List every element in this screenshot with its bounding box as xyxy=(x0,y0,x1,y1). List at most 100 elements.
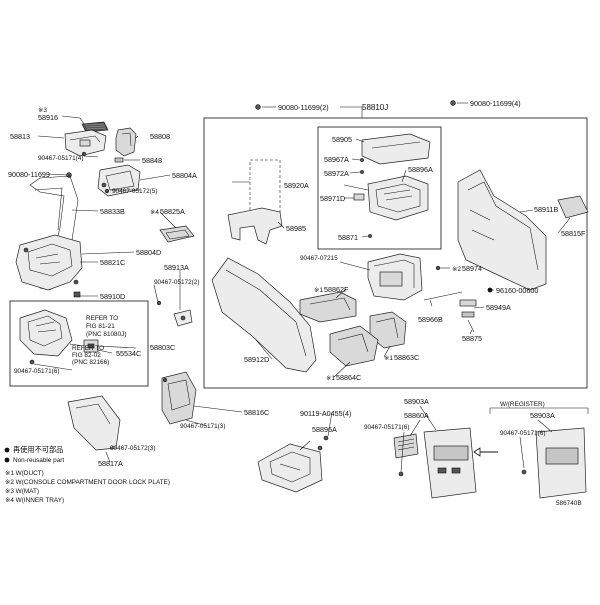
label-58803C: 58803C xyxy=(150,343,175,352)
part-58903A-rear-panel-register xyxy=(535,427,587,499)
label-58821C: 58821C xyxy=(100,258,125,267)
label-58972A: 58972A xyxy=(324,169,349,178)
label-90467-2: 90467-05172(2) xyxy=(154,279,199,286)
label-90080-4: 90080-11699(4) xyxy=(470,99,521,108)
ref2-line1: REFER TO xyxy=(72,345,104,352)
part-58916-mat xyxy=(81,121,109,133)
label-58913A: 58913A xyxy=(164,263,189,272)
legend-note-4: ※4 W(INNER TRAY) xyxy=(5,497,64,504)
label-58911B: 58911B xyxy=(534,205,558,214)
leader-lines xyxy=(33,102,571,473)
mark-3: ※3 xyxy=(38,107,47,114)
label-58810J: 58810J xyxy=(362,103,388,112)
screw-icon xyxy=(368,234,372,238)
part-58966B-rod xyxy=(423,291,463,301)
label-90467-6a: 90467-05171(6) xyxy=(14,368,59,375)
part-58910D-clip xyxy=(73,291,81,298)
part-58985-bracket xyxy=(227,159,283,245)
mark-4: ※4 xyxy=(150,209,159,216)
bolt-icon xyxy=(450,100,456,106)
console-assembly-frame xyxy=(203,117,588,389)
screw-icon xyxy=(104,188,110,194)
part-58911B-side-panel xyxy=(457,169,547,291)
legend-note-3: ※3 W(MAT) xyxy=(5,488,39,495)
label-58813: 58813 xyxy=(10,132,30,141)
part-58912D-side-panel xyxy=(211,257,317,373)
label-90467-6b: 90467-05171(6) xyxy=(364,424,409,431)
part-58864C-duct xyxy=(329,325,379,367)
legend-reuse-en: Non-reusable part xyxy=(13,457,64,464)
part-58905-armrest-lid xyxy=(361,133,431,165)
legend-note-2: ※2 W(CONSOLE COMPARTMENT DOOR LOCK PLATE… xyxy=(5,479,170,486)
part-labels: ※3 58916 58813 58808 90467-05171(4) 5884… xyxy=(8,99,586,507)
part-58821C-housing xyxy=(15,234,83,291)
part-58913A-bracket xyxy=(173,309,193,327)
label-90467-5: 90467-05172(5) xyxy=(112,188,157,195)
part-58803C-bezel xyxy=(19,309,73,365)
part-58825A-tray xyxy=(159,225,195,243)
label-58966B: 58966B xyxy=(418,315,443,324)
ref1-line2: FIG 81-21 xyxy=(86,323,115,330)
label-58905: 58905 xyxy=(332,135,352,144)
label-55534C: 55534C xyxy=(116,349,141,358)
part-58817A-panel xyxy=(67,395,121,451)
part-58815F-mat xyxy=(557,195,589,219)
mark-1-c: ※1 xyxy=(326,375,335,382)
label-w-register: W/(REGISTER) xyxy=(500,401,545,408)
part-58804A-panel xyxy=(97,164,141,197)
legend-note-1: ※1 W(DUCT) xyxy=(5,470,44,477)
part-58949A-lock xyxy=(459,299,477,318)
label-90080-2: 90080-11699(2) xyxy=(278,103,329,112)
armrest-subassembly-frame xyxy=(317,126,442,250)
legend-reuse-cn: 再使用不可部品 xyxy=(13,445,63,454)
label-58949A: 58949A xyxy=(486,303,511,312)
screw-icon xyxy=(360,158,364,162)
mark-2: ※2 xyxy=(452,266,461,273)
label-58848: 58848 xyxy=(142,156,162,165)
mark-1-a: ※1 xyxy=(314,287,323,294)
part-console-box xyxy=(367,253,423,301)
arrow-left-icon xyxy=(473,447,481,457)
part-58808-cover xyxy=(115,127,137,157)
legend: 再使用不可部品 Non-reusable part ※1 W(DUCT) ※2 … xyxy=(4,445,170,504)
label-58916: 58916 xyxy=(38,113,58,122)
label-96160: 96160-00600 xyxy=(496,286,538,295)
label-58825A: 58825A xyxy=(160,207,185,216)
label-58864C: 58864C xyxy=(336,373,361,382)
label-58815F: 58815F xyxy=(561,229,586,238)
label-58833B: 58833B xyxy=(100,207,125,216)
label-58871: 58871 xyxy=(338,233,358,242)
part-55534C-switch xyxy=(69,339,99,353)
label-58862F: 58862F xyxy=(324,285,349,294)
clip-icon xyxy=(435,265,441,271)
ref1-line1: REFER TO xyxy=(86,315,118,322)
part-58863C-duct xyxy=(369,311,407,349)
ref2-line3: (PNC 82166) xyxy=(72,359,109,366)
part-58848-clip xyxy=(114,157,124,163)
label-58903A-b: 58903A xyxy=(530,411,555,420)
label-58974: 58974 xyxy=(462,264,482,273)
shift-bezel-frame xyxy=(9,300,149,387)
label-58920A: 58920A xyxy=(284,181,309,190)
label-90119: 90119-A0455(4) xyxy=(300,409,351,418)
label-58896A: 58896A xyxy=(408,165,433,174)
label-58860A: 58860A xyxy=(404,411,429,420)
label-90467-6c: 90467-05171(6) xyxy=(500,430,545,437)
ref1-line3: (PNC 81080J) xyxy=(86,331,127,338)
grommet-icon xyxy=(487,287,493,293)
label-58910D: 58910D xyxy=(100,292,125,301)
part-58813-panel xyxy=(64,129,107,157)
label-58804A: 58804A xyxy=(172,171,197,180)
screw-icon xyxy=(398,471,404,477)
part-58860A-register xyxy=(393,433,419,459)
screw-icon xyxy=(81,151,87,157)
label-58863C: 58863C xyxy=(394,353,419,362)
part-58920A-compartment xyxy=(367,175,429,221)
label-58808: 58808 xyxy=(150,132,170,141)
mark-1-b: ※1 xyxy=(384,355,393,362)
part-58816C-side-panel xyxy=(161,371,197,425)
part-58862F-duct xyxy=(299,291,357,323)
bullet-icon xyxy=(4,447,10,453)
